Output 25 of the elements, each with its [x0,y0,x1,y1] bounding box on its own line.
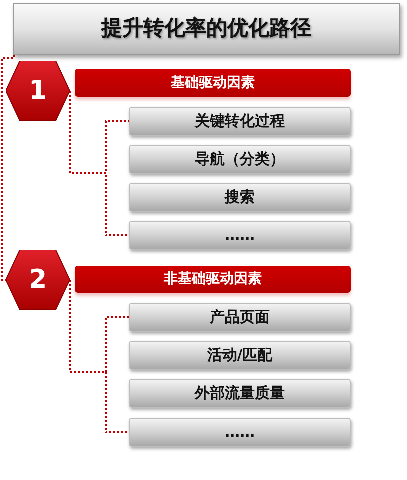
category-title: 非基础驱动因素 [164,270,262,289]
item-label: 产品页面 [210,307,270,328]
item-label: …… [225,422,255,444]
category-bar [75,266,351,293]
item-label: 外部流量质量 [195,383,285,404]
item-bar [129,107,351,136]
step-number: 2 [28,264,48,296]
item-bar [129,379,351,408]
item-label: 关键转化过程 [195,111,285,132]
item-label: 活动/匹配 [207,345,273,366]
item-bar [129,145,351,174]
item-bar [129,418,351,447]
category-title: 基础驱动因素 [171,74,255,92]
item-label: 搜索 [225,187,255,208]
item-bar [129,303,351,332]
item-bar [129,341,351,370]
item-bar [129,221,351,250]
title-banner [13,3,400,55]
title-text: 提升转化率的优化路径 [102,15,312,42]
item-label: …… [225,225,255,246]
item-label: 导航（分类） [195,149,285,170]
connector-line [1,55,15,281]
item-bar [129,183,351,212]
category-bar [75,69,351,97]
step-number: 1 [28,74,48,108]
